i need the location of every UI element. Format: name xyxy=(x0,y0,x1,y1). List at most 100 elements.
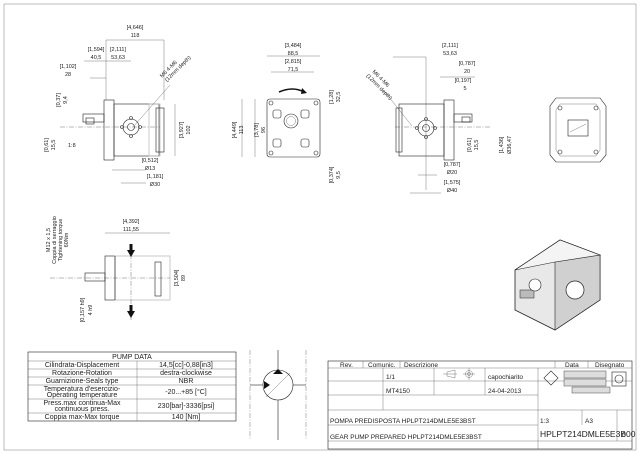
dim-flange-inch: [0,787] xyxy=(459,61,476,67)
dim-top-off-inch: [1,28] xyxy=(329,90,335,104)
row-value: destra-clockwise xyxy=(160,370,212,377)
header-rev: Rev. xyxy=(340,362,353,369)
dim-key-mm: 4 h9 xyxy=(88,305,94,316)
torque-note-it: Coppia di serraggio xyxy=(52,216,58,264)
projection-symbol-icon xyxy=(443,368,475,380)
dim-key-inch: [1,102] xyxy=(60,64,77,70)
rotation-arrow xyxy=(278,88,305,93)
side-view-right: [2,111] 53,63 [0,787] 20 [0,197] 5 M6 4-… xyxy=(365,43,513,194)
header-comunic: Comunic. xyxy=(368,362,396,369)
dim-flange-thk-inch: [0,197] xyxy=(455,78,472,84)
header-disegnato: Disegnato xyxy=(595,362,625,369)
revision-number: 0 xyxy=(622,432,626,439)
dim-port-pos-inch: [2,111] xyxy=(442,43,458,49)
dim-flange-mm: 20 xyxy=(464,69,470,75)
dim-length-inch: [4,392] xyxy=(123,219,140,225)
dim-inner-height-inch: [3,78] xyxy=(254,123,260,137)
dim-bottom-off-mm: 9,5 xyxy=(336,171,342,179)
dim-bolt-d-inch: [1,575] xyxy=(444,180,461,186)
dim-flange-thk-mm: 5 xyxy=(463,86,466,92)
dim-height-mm: 113 xyxy=(239,126,245,135)
dim-shaft-len-mm: 40,5 xyxy=(91,55,102,61)
dim-height-inch: [4,449] xyxy=(232,121,238,138)
pump-data-title: PUMP DATA xyxy=(112,354,152,361)
dim-key-inch: [0,157 h9] xyxy=(80,297,86,322)
top-view: [4,392] 111,55 [3,504] 89 [0,157 h9] 4 h… xyxy=(46,216,187,322)
row-label: Press.max continua-Max xyxy=(43,400,121,407)
title-block: Rev. Comunic. Descrizione Data Disegnato… xyxy=(327,360,636,450)
row-value: NBR xyxy=(179,378,194,385)
dim-height-inch: [3,927] xyxy=(179,121,185,138)
material: MT4150 xyxy=(386,388,410,395)
dim-inner-width-inch: [2,815] xyxy=(285,59,302,65)
row-value: 230[bar]-3336[psi] xyxy=(158,403,214,410)
dim-shaft-h-inch: [0,61] xyxy=(467,138,473,152)
dim-width-inch: [3,484] xyxy=(285,43,302,49)
dim-shaft-h-mm: 15,5 xyxy=(51,140,57,151)
arrow-down-icon xyxy=(127,250,135,257)
dim-bolt-d-mm: Ø30 xyxy=(150,182,160,188)
row-label: Coppia max-Max torque xyxy=(45,414,120,421)
rear-view xyxy=(549,97,607,163)
dim-top-off-mm: 32,5 xyxy=(336,92,342,103)
header-descrizione: Descrizione xyxy=(404,362,438,369)
row-label: Operating temperature xyxy=(47,392,118,399)
row-value: -20...+85 [°C] xyxy=(165,388,207,396)
row-label: continuous press. xyxy=(55,406,110,413)
dim-height-mm: 102 xyxy=(186,125,192,134)
dim-height-mm: 89 xyxy=(181,275,187,281)
isometric-view xyxy=(514,239,602,331)
thread-spec: M12 x 1,5 xyxy=(46,228,52,252)
pump-data-table: PUMP DATA Cilindrata-Displacement 14,5[c… xyxy=(27,351,237,422)
dim-key-h-mm: 9,4 xyxy=(63,96,69,104)
side-view-left: [4,646] 118 [1,594] 40,5 [2,111] 53,63 [… xyxy=(44,25,193,188)
dim-inner-width-mm: 71,5 xyxy=(288,67,299,73)
front-view: [3,484] 88,5 [2,815] 71,5 [4,449] 113 [3… xyxy=(232,43,342,183)
dim-overall-inch: [4,646] xyxy=(127,25,144,31)
row-value: 14,5[cc]-0,88[in3] xyxy=(159,362,213,369)
dim-key-mm: 28 xyxy=(65,72,71,78)
dim-inner-height-mm: 96 xyxy=(261,127,267,133)
row-label: Rotazione-Rotation xyxy=(52,370,112,377)
dim-bolt-d-inch: [1,181] xyxy=(147,174,164,180)
date: 24-04-2013 xyxy=(488,388,522,395)
dim-port-d-inch: [0,787] xyxy=(444,162,461,168)
dim-shaft-len-inch: [1,594] xyxy=(88,47,105,53)
drawn-by: capochiarito xyxy=(488,374,523,381)
company-logo xyxy=(543,370,627,394)
dim-bottom-off-inch: [0,374] xyxy=(329,166,335,183)
description-en: GEAR PUMP PREPARED HPLPT214DMLE5E3BST xyxy=(330,434,482,441)
row-label: Cilindrata-Displacement xyxy=(45,362,119,369)
format: A3 xyxy=(585,418,593,425)
dim-port-pos-inch: [2,111] xyxy=(110,47,126,53)
scale: 1:3 xyxy=(540,418,549,425)
dim-port-d-inch: [0,512] xyxy=(142,158,159,164)
dim-port-d-mm: Ø20 xyxy=(447,170,457,176)
dim-pilot-mm: Ø36,47 xyxy=(507,136,513,154)
part-code: HPLPT214DMLE5E3B00 xyxy=(540,429,636,439)
dim-port-pos-mm: 53,63 xyxy=(111,55,125,61)
dim-port-pos-mm: 53,63 xyxy=(443,51,457,57)
sheet-number: 1/1 xyxy=(386,374,395,381)
row-label: Temperatura d'esercizio- xyxy=(44,386,121,393)
dim-overall-mm: 118 xyxy=(131,33,140,39)
row-value: 140 [Nm] xyxy=(172,414,200,421)
dim-pilot-inch: [1,436] xyxy=(499,136,505,153)
dim-width-mm: 88,5 xyxy=(288,51,299,57)
hydraulic-pump-symbol xyxy=(249,350,307,440)
header-data: Data xyxy=(565,362,579,369)
sheet-frame xyxy=(3,3,637,451)
row-label: Guarnizione-Seals type xyxy=(46,378,119,385)
torque-note-en: Tightening torque xyxy=(58,219,64,262)
dim-port-d-mm: Ø13 xyxy=(145,166,155,172)
dim-taper: 1:8 xyxy=(68,143,76,149)
description-it: POMPA PREDISPOSTA HPLPT214DMLE5E3BST xyxy=(330,418,476,425)
dim-length-mm: 111,55 xyxy=(123,227,139,233)
dim-shaft-h-mm: 15,5 xyxy=(474,140,480,151)
dim-height-inch: [3,504] xyxy=(174,269,180,286)
arrow-down-icon xyxy=(127,311,135,318)
dim-bolt-d-mm: Ø40 xyxy=(447,188,457,194)
dim-key-h-inch: [0,37] xyxy=(56,93,62,107)
dim-shaft-h-inch: [0,61] xyxy=(44,138,50,152)
